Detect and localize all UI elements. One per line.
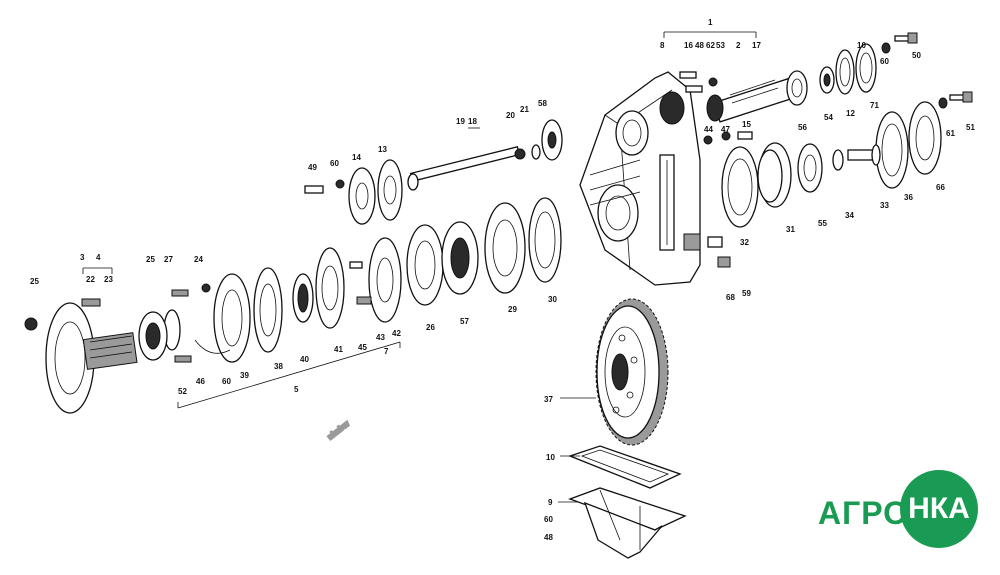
label-61: 61 xyxy=(946,129,955,138)
label-19: 19 xyxy=(456,117,465,126)
label-20: 20 xyxy=(506,111,515,120)
label-68: 68 xyxy=(726,293,735,302)
label-53: 53 xyxy=(716,41,725,50)
label-57: 57 xyxy=(460,317,469,326)
label-56: 56 xyxy=(798,123,807,132)
label-39: 39 xyxy=(240,371,249,380)
label-51: 51 xyxy=(966,123,975,132)
label-17: 17 xyxy=(752,41,761,50)
label-10b: 10 xyxy=(546,453,555,462)
label-44: 44 xyxy=(704,125,713,134)
output-shaft-group xyxy=(679,32,973,268)
label-21: 21 xyxy=(520,105,529,114)
label-33: 33 xyxy=(880,201,889,210)
label-22: 22 xyxy=(86,275,95,284)
label-5: 5 xyxy=(294,385,299,394)
part-labels: 1 8 16 48 62 53 2 17 10 60 50 71 12 54 5… xyxy=(30,18,975,542)
logo-circle-badge: НКА xyxy=(900,470,978,548)
label-30: 30 xyxy=(548,295,557,304)
label-10: 10 xyxy=(857,41,866,50)
gasket-and-oil-pan xyxy=(568,445,687,559)
label-48b: 48 xyxy=(544,533,553,542)
label-60d: 60 xyxy=(544,515,553,524)
label-31: 31 xyxy=(786,225,795,234)
label-3: 3 xyxy=(80,253,85,262)
label-60c: 60 xyxy=(222,377,231,386)
label-23: 23 xyxy=(104,275,113,284)
label-46: 46 xyxy=(196,377,205,386)
label-38: 38 xyxy=(274,362,283,371)
label-2: 2 xyxy=(736,41,741,50)
label-47: 47 xyxy=(721,125,730,134)
label-32: 32 xyxy=(740,238,749,247)
middle-shaft-assembly xyxy=(138,119,563,363)
label-9: 9 xyxy=(548,498,553,507)
label-36: 36 xyxy=(904,193,913,202)
label-45: 45 xyxy=(358,343,367,352)
label-25: 25 xyxy=(30,277,39,286)
label-37: 37 xyxy=(544,395,553,404)
large-gear xyxy=(595,298,669,446)
label-59: 59 xyxy=(742,289,751,298)
label-4: 4 xyxy=(96,253,101,262)
agronka-logo: АГРО НКА xyxy=(818,470,978,550)
label-41: 41 xyxy=(334,345,343,354)
label-50: 50 xyxy=(912,51,921,60)
label-60a: 60 xyxy=(880,57,889,66)
label-58: 58 xyxy=(538,99,547,108)
label-60b: 60 xyxy=(330,159,339,168)
label-54: 54 xyxy=(824,113,833,122)
label-24: 24 xyxy=(194,255,203,264)
label-49: 49 xyxy=(308,163,317,172)
label-34: 34 xyxy=(845,211,854,220)
label-62: 62 xyxy=(706,41,715,50)
leader-lines xyxy=(82,31,757,503)
label-48a: 48 xyxy=(695,41,704,50)
label-40: 40 xyxy=(300,355,309,364)
label-8: 8 xyxy=(660,41,665,50)
gearbox-housing xyxy=(579,71,701,286)
label-15: 15 xyxy=(742,120,751,129)
label-52: 52 xyxy=(178,387,187,396)
input-flange-shaft xyxy=(24,298,138,414)
label-43: 43 xyxy=(376,333,385,342)
label-26: 26 xyxy=(426,323,435,332)
label-7: 7 xyxy=(384,347,389,356)
label-12: 12 xyxy=(846,109,855,118)
label-27: 27 xyxy=(164,255,173,264)
label-1: 1 xyxy=(708,18,713,27)
label-71: 71 xyxy=(870,101,879,110)
label-14: 14 xyxy=(352,153,361,162)
label-66: 66 xyxy=(936,183,945,192)
label-13: 13 xyxy=(378,145,387,154)
label-18: 18 xyxy=(468,117,477,126)
logo-text: АГРО xyxy=(818,495,910,531)
label-55: 55 xyxy=(818,219,827,228)
label-25-mid: 25 xyxy=(146,255,155,264)
label-29: 29 xyxy=(508,305,517,314)
label-42: 42 xyxy=(392,329,401,338)
watermark-text: nkabw xyxy=(326,419,352,442)
label-16: 16 xyxy=(684,41,693,50)
